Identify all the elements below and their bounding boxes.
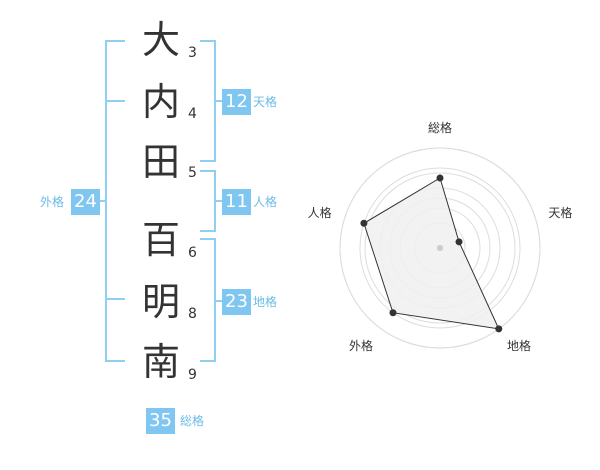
name-char-4: 百 — [141, 218, 180, 262]
gaikaku-label: 外格 — [40, 195, 65, 209]
radar-point-2 — [455, 238, 463, 246]
radar-axis-label-2: 天格 — [548, 205, 572, 220]
name-char-3: 田 — [141, 140, 180, 184]
radar-grid-circle-5 — [339, 147, 541, 349]
radar-grid-circle-4 — [364, 172, 516, 324]
soukaku-label: 総格 — [180, 414, 205, 428]
chikaku-label: 地格 — [253, 295, 278, 309]
jinkaku-value: 11 — [222, 189, 251, 215]
radar-point-1 — [436, 174, 444, 182]
name-char-6: 南 — [141, 340, 180, 384]
name-char-5: 明 — [141, 280, 180, 324]
chikaku-value: 23 — [222, 289, 251, 315]
radar-point-3 — [495, 325, 503, 333]
stroke-count-5: 8 — [188, 306, 197, 322]
gaikaku-bracket-tick-lower — [105, 298, 125, 300]
radar-point-4 — [389, 309, 397, 317]
name-char-2: 内 — [141, 80, 180, 124]
stroke-count-3: 5 — [188, 165, 197, 181]
name-char-1: 大 — [141, 18, 180, 62]
radar-axis-label-5: 人格 — [308, 205, 332, 220]
radar-point-5 — [360, 219, 368, 227]
radar-axis-label-1: 総格 — [428, 120, 452, 135]
radar-axis-label-4: 外格 — [349, 338, 373, 353]
tenkaku-bracket-connector — [214, 100, 222, 102]
soukaku-value: 35 — [146, 408, 175, 434]
tenkaku-label: 天格 — [253, 95, 278, 109]
stroke-count-2: 4 — [188, 106, 197, 122]
gaikaku-bracket-connector — [98, 200, 107, 202]
chikaku-bracket-connector — [214, 300, 222, 302]
jinkaku-label: 人格 — [253, 195, 278, 209]
stroke-count-1: 3 — [188, 45, 197, 61]
jinkaku-bracket-connector — [214, 200, 222, 202]
gaikaku-bracket — [105, 40, 125, 362]
gaikaku-bracket-tick-upper — [105, 100, 125, 102]
gaikaku-value: 24 — [71, 189, 100, 215]
radar-series-area — [363, 177, 500, 330]
stroke-count-6: 9 — [188, 367, 197, 383]
radar-axis-label-3: 地格 — [507, 338, 531, 353]
tenkaku-value: 12 — [222, 89, 251, 115]
stroke-count-4: 6 — [188, 245, 197, 261]
radar-ring-4 — [359, 167, 521, 329]
radar-center-dot — [437, 245, 443, 251]
